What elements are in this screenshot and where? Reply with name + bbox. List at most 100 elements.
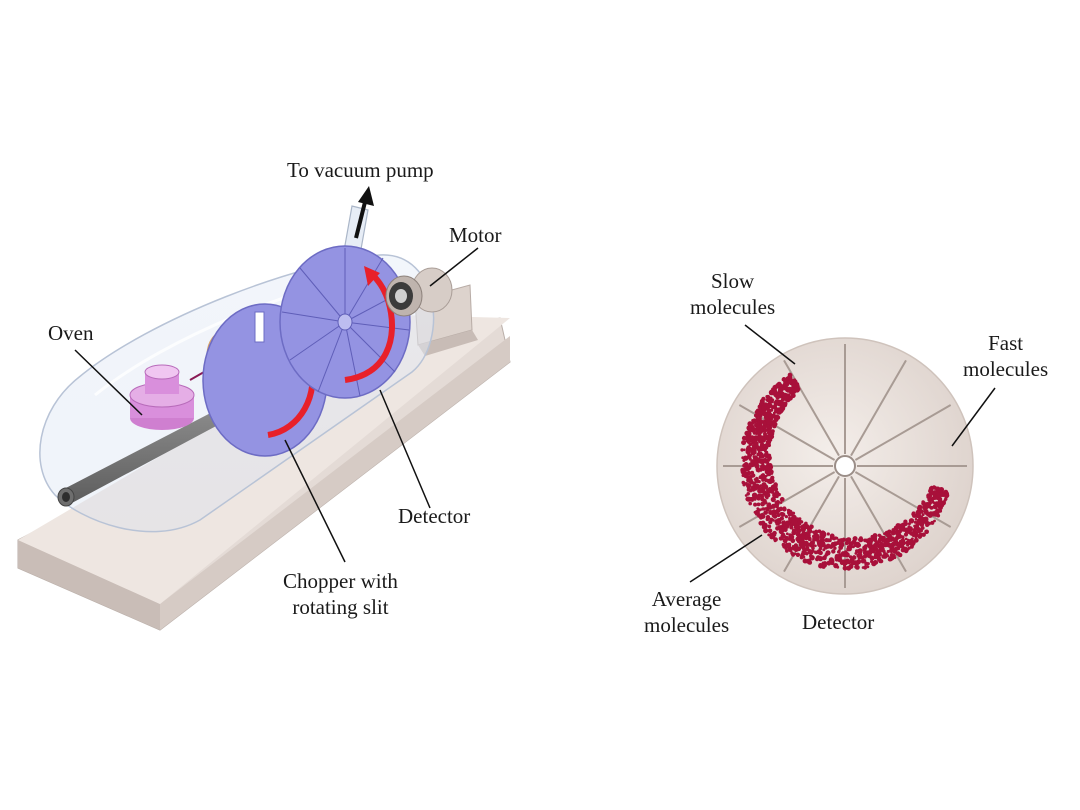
molecule-dot: [796, 387, 801, 391]
molecule-dot: [759, 490, 763, 494]
molecule-dot: [773, 539, 777, 543]
molecule-dot: [809, 524, 814, 530]
molecule-dot: [769, 532, 773, 536]
molecule-dot: [761, 464, 765, 468]
molecule-dot: [767, 524, 772, 529]
molecule-dot: [822, 562, 827, 568]
label-slow-line2: molecules: [690, 295, 776, 319]
molecule-dot: [781, 542, 786, 547]
molecule-dot: [781, 377, 786, 382]
molecule-dot: [890, 530, 897, 536]
molecule-dot: [766, 419, 772, 424]
molecule-dot: [836, 554, 842, 559]
molecule-dot: [789, 525, 794, 530]
label-fast-molecules: Fast molecules: [963, 330, 1048, 382]
molecule-dot: [758, 521, 762, 525]
molecule-dot: [838, 545, 844, 550]
molecule-dot: [937, 499, 943, 506]
molecule-dot: [823, 554, 827, 559]
molecule-dot: [921, 513, 925, 517]
molecule-dot: [767, 528, 773, 534]
molecule-dot: [791, 553, 795, 557]
molecule-dot: [842, 553, 846, 558]
molecule-dot: [929, 505, 934, 510]
molecule-dot: [891, 537, 895, 542]
molecule-dot: [799, 555, 804, 560]
molecule-dot: [769, 471, 774, 475]
molecule-dot: [859, 555, 864, 560]
molecule-dot: [940, 490, 943, 493]
molecule-dot: [916, 518, 921, 523]
molecule-dot: [769, 389, 774, 394]
molecule-dot: [876, 555, 881, 560]
molecule-dot: [889, 557, 893, 562]
molecule-dot: [904, 537, 908, 541]
molecule-dot: [760, 475, 766, 481]
molecule-dot: [795, 552, 801, 557]
molecule-dot: [803, 543, 807, 547]
molecule-dot: [927, 521, 931, 526]
molecule-dot: [785, 543, 791, 549]
detector-leader-lines: [689, 324, 996, 583]
molecule-dot: [866, 550, 870, 554]
detector-view: [689, 324, 996, 595]
molecule-dot: [842, 565, 848, 571]
molecule-dot: [846, 560, 851, 565]
molecule-dot: [917, 506, 922, 511]
molecule-dot: [785, 532, 789, 536]
molecule-dot: [786, 508, 791, 513]
molecule-dot: [782, 507, 787, 512]
molecule-dot: [763, 414, 769, 420]
molecule-dot: [809, 554, 812, 558]
molecule-dot: [897, 552, 903, 558]
detector-spoke: [854, 471, 952, 528]
vacuum-pump-arrow: [354, 186, 374, 239]
detector-hub: [834, 455, 856, 477]
molecule-dot: [813, 534, 816, 537]
molecule-dot: [796, 528, 802, 534]
molecule-dot: [767, 425, 771, 429]
molecule-dot: [762, 421, 767, 426]
molecule-dot: [837, 557, 843, 563]
label-fast-line1: Fast: [988, 331, 1024, 355]
label-average-line1: Average: [651, 587, 722, 611]
molecule-dot: [752, 455, 759, 461]
molecule-dot: [930, 498, 934, 502]
molecule-dot: [752, 482, 756, 486]
detector-spoke: [850, 475, 907, 573]
molecule-dot: [851, 545, 855, 549]
molecule-dot: [910, 532, 916, 537]
molecule-dot: [866, 562, 870, 566]
molecule-dot: [861, 560, 865, 563]
molecule-dot: [817, 556, 824, 562]
molecule-dot: [877, 552, 883, 557]
molecule-dot: [745, 449, 751, 455]
label-slow-molecules: Slow molecules: [690, 268, 775, 320]
molecule-dot: [748, 443, 752, 447]
molecule-dot: [782, 394, 788, 400]
molecule-dot: [900, 547, 906, 553]
label-fast-line2: molecules: [963, 357, 1049, 381]
molecule-dot: [828, 557, 835, 563]
molecule-dot: [903, 519, 908, 524]
molecule-dot: [862, 545, 868, 551]
molecule-dot: [747, 478, 754, 484]
molecule-dot: [773, 482, 778, 487]
molecule-dot: [819, 537, 825, 544]
molecule-dot: [917, 534, 922, 539]
molecule-dot: [741, 480, 746, 485]
molecule-dot: [832, 544, 836, 548]
molecule-dot: [748, 487, 751, 491]
molecule-dot: [790, 533, 794, 537]
molecule-dot: [791, 514, 797, 520]
molecule-dot: [826, 532, 830, 536]
molecule-dot: [779, 390, 783, 394]
molecule-dot: [815, 535, 819, 539]
molecule-dot: [785, 520, 791, 526]
molecule-dot: [798, 542, 804, 547]
molecule-dot: [805, 552, 809, 556]
molecule-dot: [757, 430, 762, 435]
molecule-dot: [801, 531, 806, 536]
molecule-dot: [740, 467, 745, 473]
molecule-dot: [859, 536, 863, 541]
